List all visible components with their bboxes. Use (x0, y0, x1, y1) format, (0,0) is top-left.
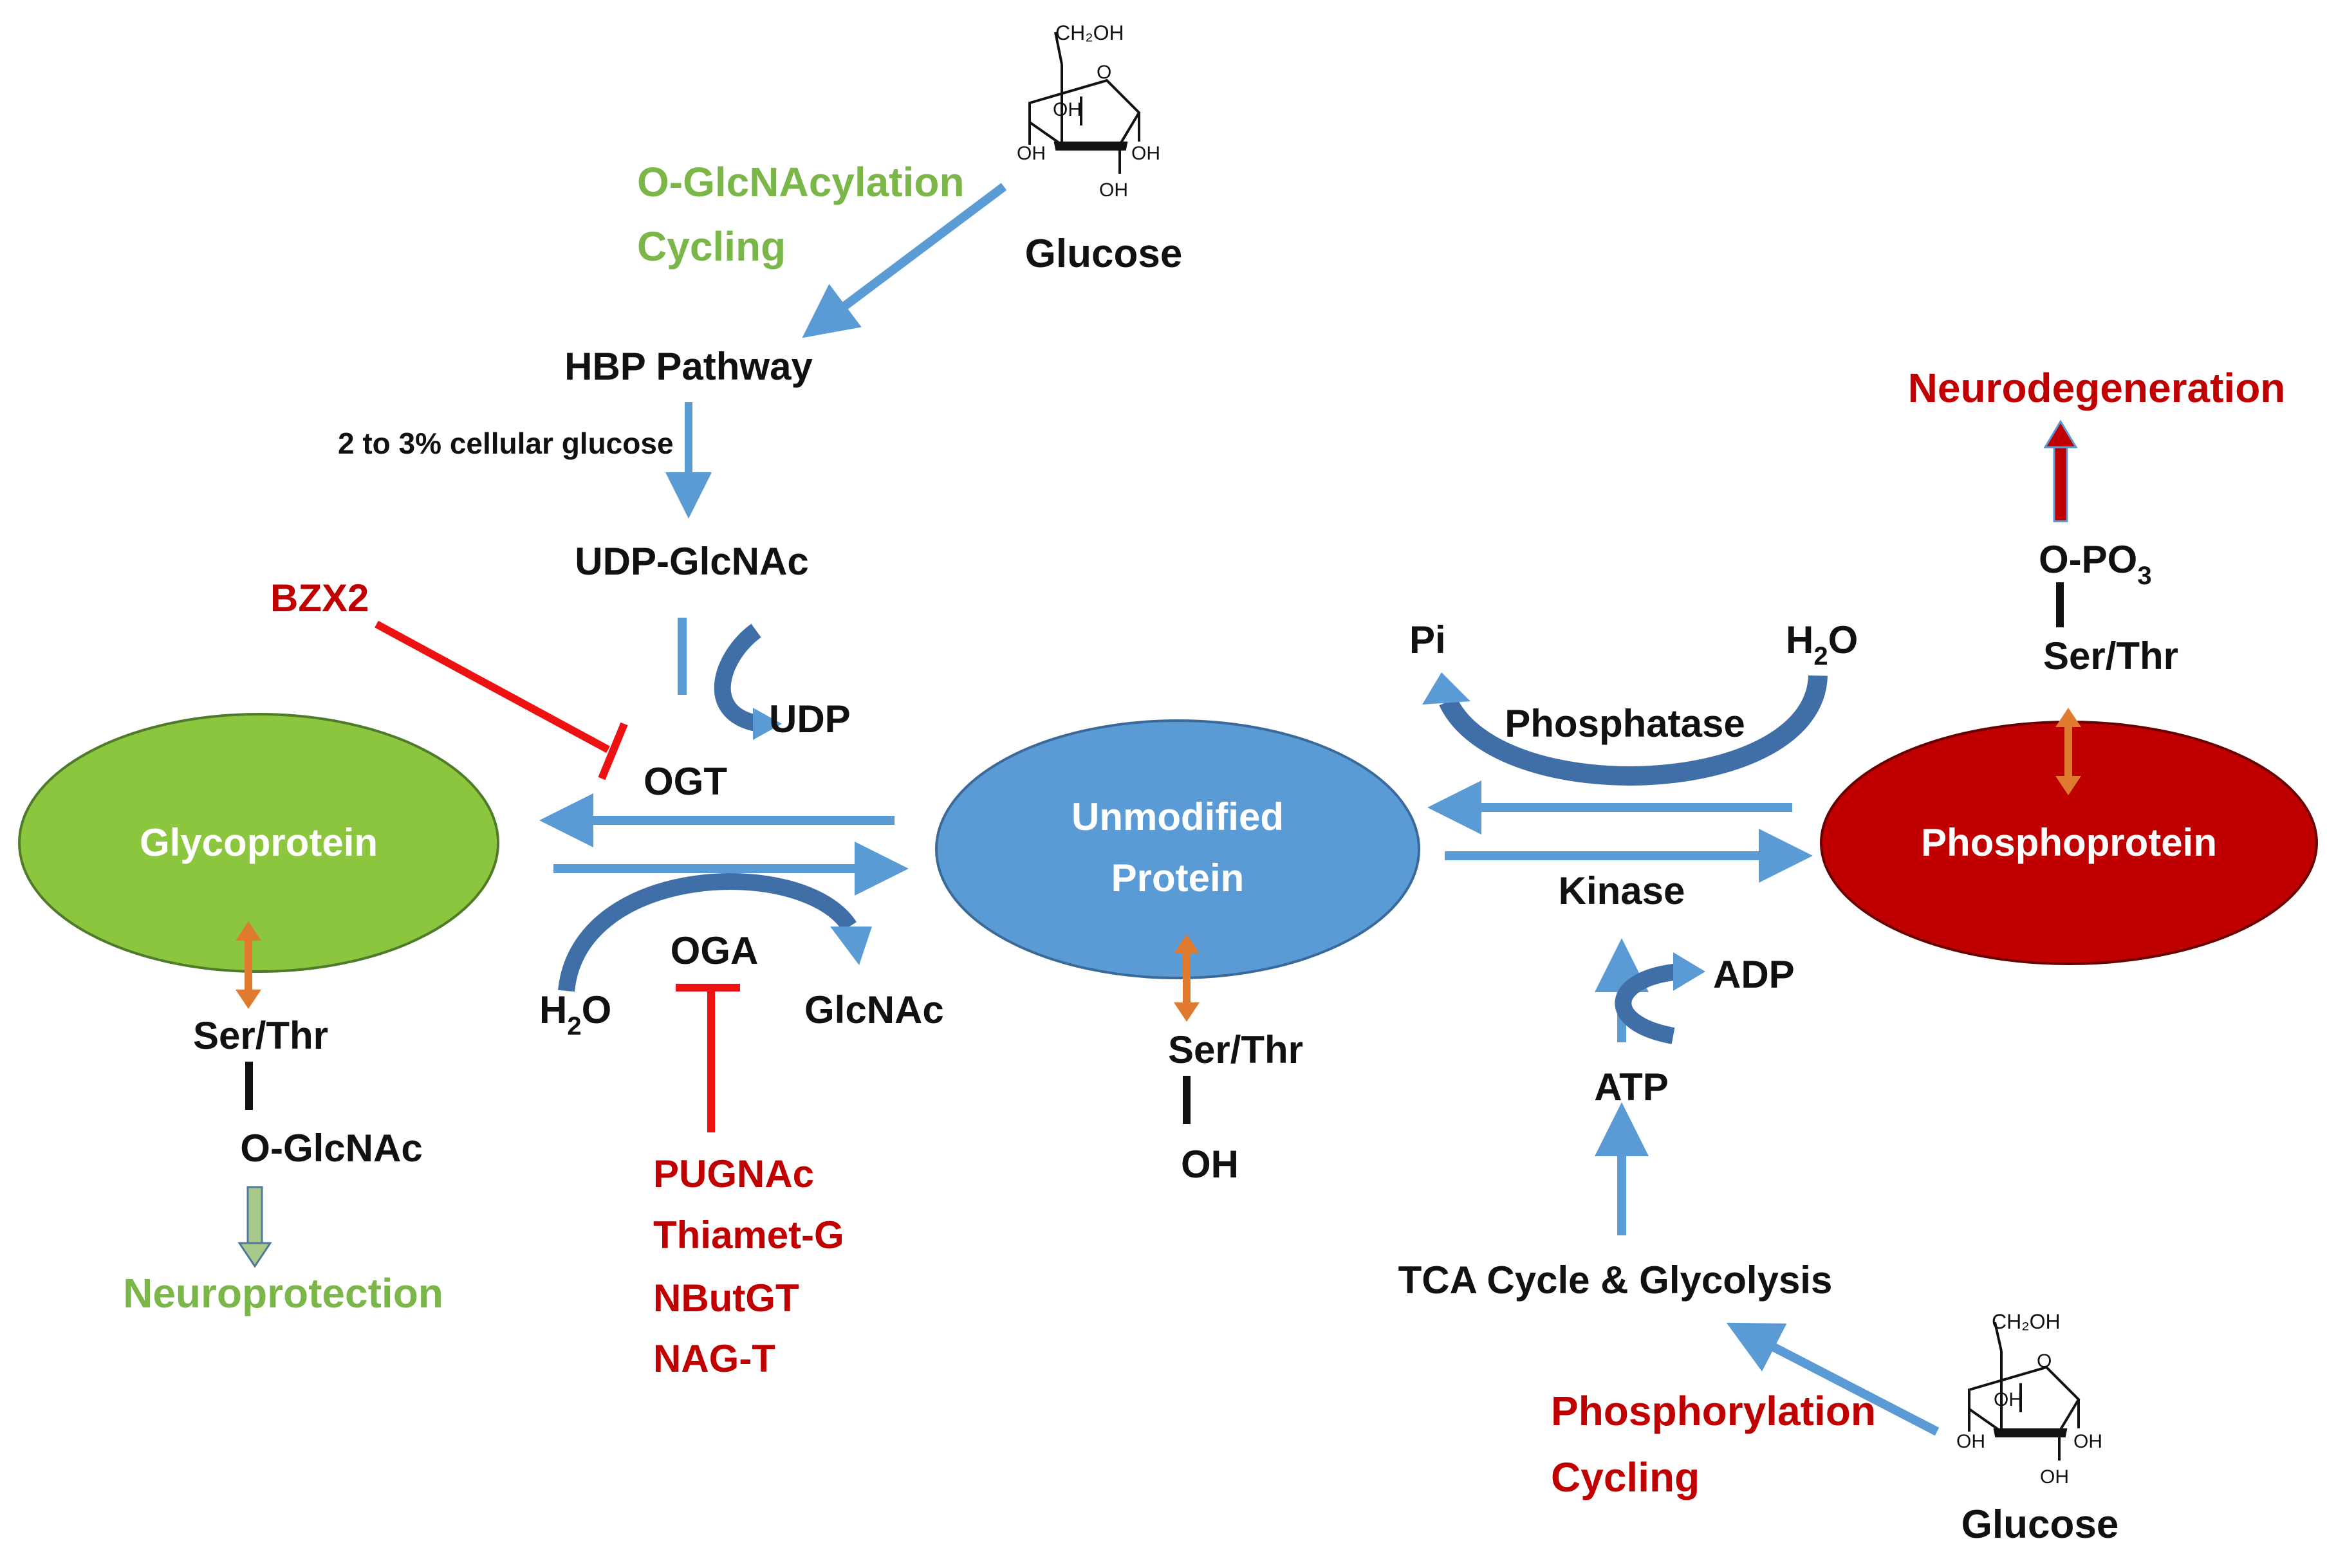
kinase-label: Kinase (1559, 869, 1685, 912)
glucose-to-hbp-arrow (802, 183, 1007, 338)
cellular-glucose-fraction: 2 to 3% cellular glucose (338, 427, 674, 460)
neuroprotection-arrow (237, 1186, 272, 1268)
pi-label: Pi (1409, 618, 1446, 661)
tca-glycolysis-label: TCA Cycle & Glycolysis (1398, 1259, 1833, 1302)
neurodegeneration-arrow (2043, 420, 2078, 522)
o-glcnac-label: O-GlcNAc (240, 1127, 422, 1170)
adp-label: ADP (1713, 953, 1795, 996)
atp-label: ATP (1594, 1065, 1669, 1109)
phosphorylation-cycling-line2: Cycling (1551, 1454, 1700, 1500)
oga-inhibitor-2: Thiamet-G (653, 1213, 844, 1257)
oga-inhibition-bar (676, 984, 740, 1132)
unmodified-protein-node (935, 719, 1420, 979)
glucose-bottom-structure (1968, 1322, 2081, 1461)
glycoprotein-double-arrow (236, 921, 261, 1009)
glucose-top-oh-a: OH (1053, 99, 1082, 120)
phosphoprotein-double-arrow (2055, 708, 2081, 795)
udp-label: UDP (769, 697, 851, 741)
glycoprotein-label: Glycoprotein (140, 821, 378, 864)
glucose-bottom-ring-o: O (2037, 1351, 2052, 1372)
phosphatase-curved-arrow (1422, 672, 1828, 786)
glucose-bottom-ch2oh: CH₂OH (1992, 1310, 2061, 1333)
opo3-label: O-PO3 (2039, 538, 2152, 590)
unmodified-bond-line (1183, 1076, 1191, 1124)
kinase-curved-arrow (1595, 938, 1705, 1044)
glucose-top-structure (1028, 32, 1141, 174)
oga-inhibitor-1: PUGNAc (653, 1152, 814, 1195)
phosphorylation-cycling-line1: Phosphorylation (1551, 1388, 1876, 1434)
glucose-top-oh-d: OH (1099, 180, 1128, 201)
oga-curved-arrow (558, 873, 872, 992)
glyco-ser-thr-label: Ser/Thr (193, 1014, 328, 1057)
glcnac-label: GlcNAc (804, 988, 944, 1031)
glucose-to-tca-arrow (1726, 1322, 1940, 1436)
hbp-pathway-label: HBP Pathway (564, 345, 813, 388)
ogt-curved-arrow (678, 618, 782, 740)
unmodified-oh-label: OH (1181, 1143, 1239, 1186)
ogt-label: OGT (644, 760, 727, 803)
oga-h2o-label: H2O (539, 988, 611, 1040)
unmodified-ser-thr-label: Ser/Thr (1168, 1028, 1303, 1071)
oga-inhibitor-3: NButGT (653, 1277, 799, 1320)
phosphatase-label: Phosphatase (1505, 702, 1745, 745)
unmodified-label-line1: Unmodified (1071, 795, 1284, 838)
glycoprotein-node (18, 713, 499, 973)
bzx2-inhibition-bar (375, 620, 628, 780)
glucose-bottom-oh-d: OH (2040, 1466, 2069, 1488)
neuroprotection-label: Neuroprotection (123, 1270, 443, 1316)
unmodified-label-line2: Protein (1111, 856, 1245, 899)
glucose-top-oh-b: OH (1017, 143, 1046, 164)
glucose-top-ch2oh: CH₂OH (1055, 21, 1124, 44)
unmodified-double-arrow (1174, 934, 1200, 1022)
glyco-bond-line (245, 1062, 253, 1110)
o-glcnacylation-cycling-line2: Cycling (637, 223, 786, 270)
udp-glcnac-label: UDP-GlcNAc (575, 540, 808, 583)
glucose-bottom-label: Glucose (1961, 1502, 2119, 1547)
glucose-top-oh-c: OH (1131, 143, 1160, 164)
phospho-bond-line (2056, 582, 2064, 627)
neurodegeneration-label: Neurodegeneration (1908, 365, 2286, 411)
glucose-bottom-oh-c: OH (2073, 1431, 2102, 1452)
oga-inhibitor-4: NAG-T (653, 1337, 775, 1380)
glucose-top-ring-o: O (1097, 62, 1111, 83)
phosphoprotein-label: Phosphoprotein (1921, 821, 2217, 864)
glucose-bottom-oh-b: OH (1956, 1431, 1985, 1452)
phosphatase-h2o-label: H2O (1786, 618, 1858, 670)
o-glcnacylation-cycling-line1: O-GlcNAcylation (637, 159, 965, 205)
glucose-top-label: Glucose (1025, 232, 1183, 276)
glucose-bottom-oh-a: OH (1994, 1389, 2023, 1410)
oga-label: OGA (671, 929, 759, 972)
phospho-ser-thr-label: Ser/Thr (2043, 634, 2178, 678)
bzx2-label: BZX2 (270, 576, 369, 620)
